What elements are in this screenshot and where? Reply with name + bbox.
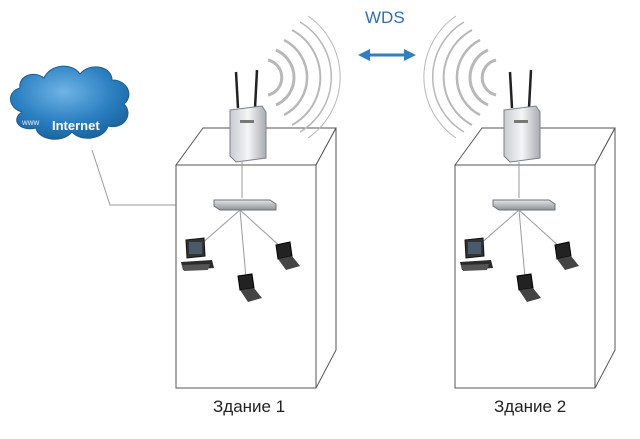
signal-wave-icon: [423, 15, 497, 139]
desktop-computer-icon: [181, 237, 214, 271]
laptop-2b: [516, 273, 541, 302]
lan-cables: [478, 209, 562, 279]
laptop-icon: [275, 241, 300, 270]
laptop-icon: [237, 273, 262, 302]
switch-icon: [213, 199, 277, 211]
desktop-computer-2: [460, 237, 493, 271]
building-1: [175, 127, 337, 389]
laptop-icon: [554, 241, 579, 270]
desktop-computer-icon: [460, 237, 493, 271]
access-point-icon: [503, 69, 541, 163]
desktop-computer-1: [181, 237, 214, 271]
internet-cloud: www Internet: [10, 65, 130, 140]
laptop-1b: [237, 273, 262, 302]
lan-cables: [199, 209, 283, 279]
access-point-2: [503, 69, 541, 198]
access-point-1: [229, 69, 267, 198]
access-point-icon: [229, 69, 267, 163]
building-1-label: Здание 1: [213, 397, 286, 416]
cloud-icon: [10, 65, 130, 140]
wds-label: WDS: [365, 8, 405, 27]
laptop-2a: [554, 241, 579, 270]
switch-2: [478, 199, 562, 279]
cloud-label: Internet: [52, 118, 100, 133]
building-2-label: Здание 2: [494, 397, 567, 416]
cloud-prefix: www: [21, 118, 40, 127]
signal-wave-icon: [267, 15, 341, 139]
building-2: [454, 127, 616, 389]
laptop-1a: [275, 241, 300, 270]
double-arrow-icon: [358, 49, 416, 61]
switch-1: [199, 199, 283, 279]
laptop-icon: [516, 273, 541, 302]
switch-icon: [492, 199, 556, 211]
